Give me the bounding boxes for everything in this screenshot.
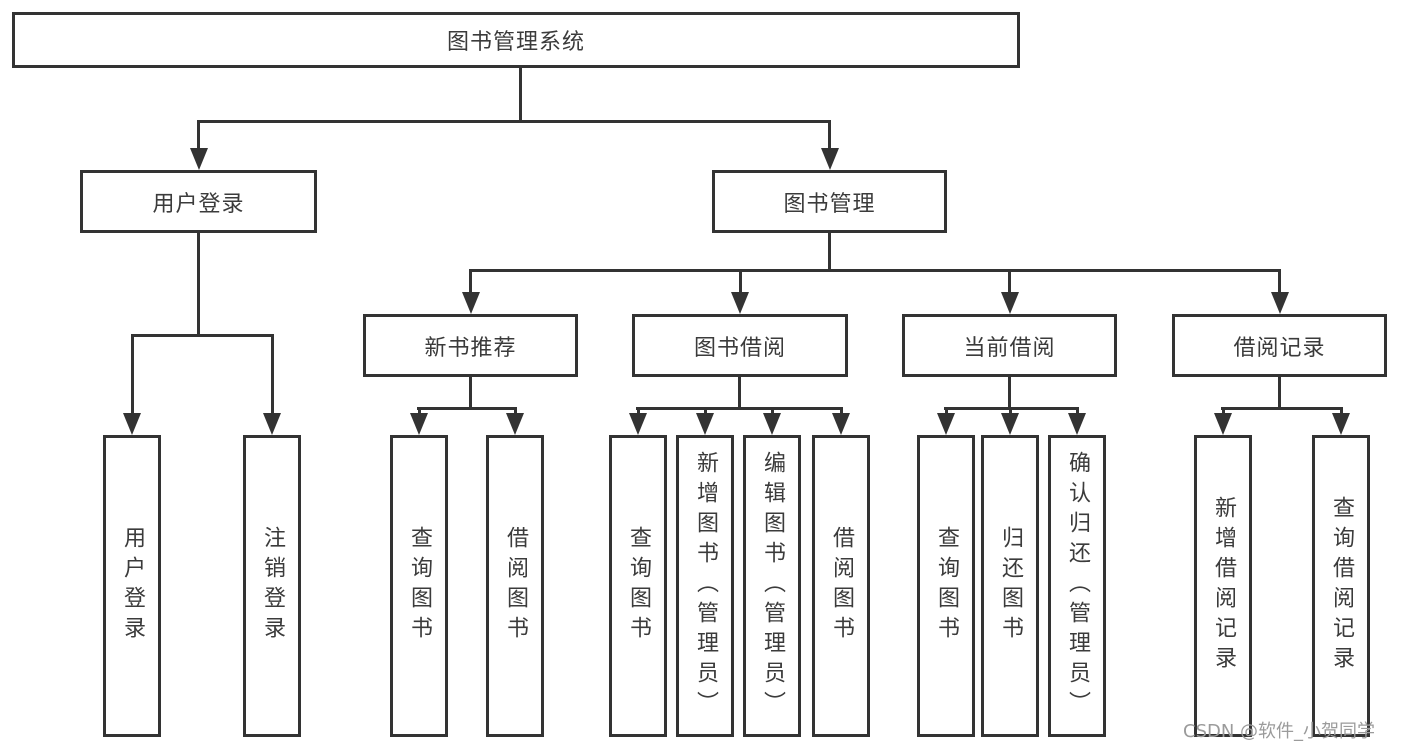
connector-line <box>197 120 831 123</box>
leaf-borrow-book: 借阅图书 <box>812 435 870 737</box>
arrow-down-icon <box>629 413 647 435</box>
connector-line <box>637 407 640 415</box>
leaf-label: 查询借阅记录 <box>1329 496 1354 676</box>
leaf-label: 归还图书 <box>998 526 1023 646</box>
connector-line <box>1278 377 1281 409</box>
connector-line <box>469 269 472 294</box>
arrow-down-icon <box>731 292 749 314</box>
leaf-newbook-query: 查询图书 <box>390 435 448 737</box>
leaf-record-query: 查询借阅记录 <box>1312 435 1370 737</box>
connector-line <box>271 334 274 415</box>
arrow-down-icon <box>696 413 714 435</box>
leaf-label: 注销登录 <box>260 526 285 646</box>
node-user-login: 用户登录 <box>80 170 317 233</box>
connector-line <box>738 377 741 409</box>
connector-line <box>519 68 522 121</box>
leaf-record-add: 新增借阅记录 <box>1194 435 1252 737</box>
connector-line <box>1221 407 1343 410</box>
arrow-down-icon <box>821 148 839 170</box>
connector-line <box>771 407 774 415</box>
arrow-down-icon <box>263 413 281 435</box>
connector-line <box>418 407 421 415</box>
arrow-down-icon <box>462 292 480 314</box>
leaf-current-query: 查询图书 <box>917 435 975 737</box>
arrow-down-icon <box>410 413 428 435</box>
arrow-down-icon <box>506 413 524 435</box>
node-book-borrow: 图书借阅 <box>632 314 848 377</box>
connector-line <box>197 233 200 336</box>
leaf-label: 编辑图书（管理员） <box>760 451 785 721</box>
connector-line <box>1008 377 1011 409</box>
connector-line <box>417 407 517 410</box>
leaf-newbook-borrow: 借阅图书 <box>486 435 544 737</box>
connector-line <box>840 407 843 415</box>
leaf-user-login: 用户登录 <box>103 435 161 737</box>
leaf-label: 新增借阅记录 <box>1211 496 1236 676</box>
connector-line <box>704 407 707 415</box>
connector-line <box>197 120 200 150</box>
leaf-label: 查询图书 <box>934 526 959 646</box>
leaf-borrow-add-admin: 新增图书（管理员） <box>676 435 734 737</box>
leaf-label: 查询图书 <box>626 526 651 646</box>
leaf-label: 用户登录 <box>120 526 145 646</box>
connector-line <box>1222 407 1225 415</box>
node-current-borrow: 当前借阅 <box>902 314 1117 377</box>
leaf-label: 查询图书 <box>407 526 432 646</box>
arrow-down-icon <box>937 413 955 435</box>
connector-line <box>828 120 831 150</box>
connector-line <box>131 334 274 337</box>
leaf-label: 新增图书（管理员） <box>693 451 718 721</box>
leaf-label: 确认归还（管理员） <box>1065 451 1090 721</box>
arrow-down-icon <box>1214 413 1232 435</box>
arrow-down-icon <box>1001 413 1019 435</box>
connector-line <box>469 269 1281 272</box>
arrow-down-icon <box>1332 413 1350 435</box>
leaf-borrow-edit-admin: 编辑图书（管理员） <box>743 435 801 737</box>
node-root: 图书管理系统 <box>12 12 1020 68</box>
arrow-down-icon <box>123 413 141 435</box>
node-borrow-record: 借阅记录 <box>1172 314 1387 377</box>
arrow-down-icon <box>1001 292 1019 314</box>
connector-line <box>828 233 831 271</box>
connector-line <box>1278 269 1281 294</box>
leaf-current-confirm-admin: 确认归还（管理员） <box>1048 435 1106 737</box>
arrow-down-icon <box>190 148 208 170</box>
connector-line <box>739 269 742 294</box>
connector-line <box>1076 407 1079 415</box>
arrow-down-icon <box>1068 413 1086 435</box>
connector-line <box>1008 269 1011 294</box>
node-new-book-recommend: 新书推荐 <box>363 314 578 377</box>
arrow-down-icon <box>832 413 850 435</box>
leaf-current-return: 归还图书 <box>981 435 1039 737</box>
leaf-borrow-query: 查询图书 <box>609 435 667 737</box>
csdn-watermark: CSDN @软件_小贺同学 <box>1183 721 1376 742</box>
connector-line <box>131 334 134 415</box>
connector-line <box>1009 407 1012 415</box>
connector-line <box>636 407 843 410</box>
arrow-down-icon <box>763 413 781 435</box>
connector-line <box>514 407 517 415</box>
node-book-management: 图书管理 <box>712 170 947 233</box>
arrow-down-icon <box>1271 292 1289 314</box>
leaf-label: 借阅图书 <box>503 526 528 646</box>
leaf-logout: 注销登录 <box>243 435 301 737</box>
connector-line <box>469 377 472 409</box>
leaf-label: 借阅图书 <box>829 526 854 646</box>
connector-line <box>945 407 948 415</box>
connector-line <box>1340 407 1343 415</box>
